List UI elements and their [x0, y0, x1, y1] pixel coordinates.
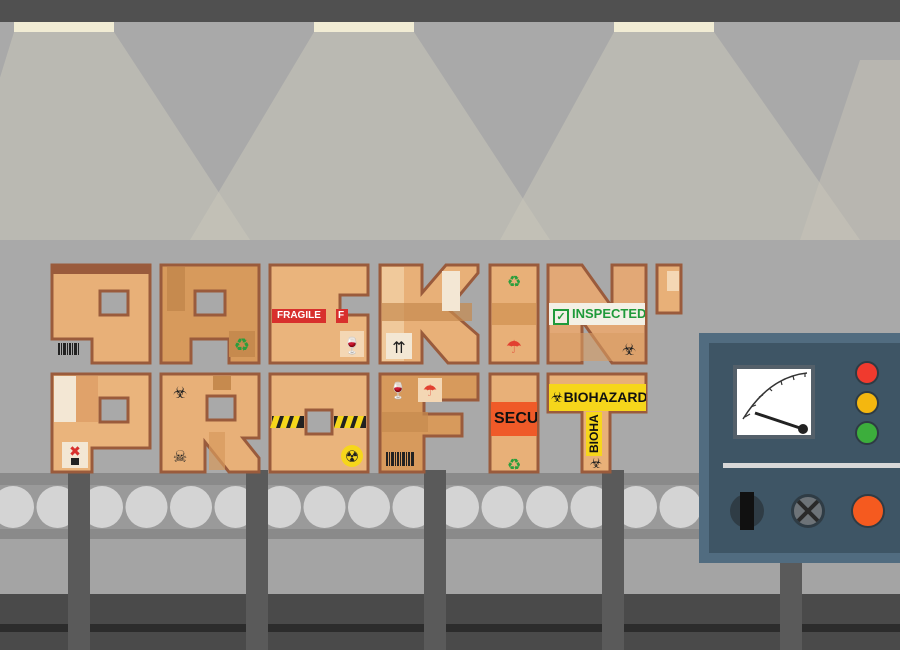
checkmark-icon: ✓ [553, 309, 569, 325]
barcode-icon [386, 452, 414, 466]
panel-leg [780, 540, 802, 650]
barcode-icon [58, 343, 79, 355]
biohazard-label: ☣BIOHAZARD [549, 384, 646, 411]
letter-box-a: ♻ [159, 263, 261, 365]
conveyor-roller [437, 486, 479, 528]
conveyor-rollers [0, 486, 746, 528]
conveyor-leg [68, 470, 90, 650]
status-light-yellow [855, 391, 879, 415]
letter-box-f: 🍷 ☂ [378, 372, 480, 474]
biohazard-icon: ☣ [590, 456, 603, 472]
fragile-label: FRAGILE [272, 309, 326, 323]
conveyor-roller [615, 486, 657, 528]
conveyor-roller [81, 486, 123, 528]
stop-button[interactable] [791, 494, 825, 528]
conveyor-roller [348, 486, 390, 528]
hazard-tape [270, 416, 366, 428]
recycle-icon: ♻ [507, 272, 521, 291]
conveyor-roller [481, 486, 524, 528]
biohazard-icon: ☣ [622, 340, 636, 359]
biohazard-vertical-label: BIOHA [586, 412, 602, 456]
panel-divider [723, 463, 900, 468]
inspected-label: ✓INSPECTED [549, 303, 645, 325]
ceiling-light-2 [190, 22, 550, 240]
conveyor-roller [659, 486, 702, 528]
gauge-meter [733, 365, 815, 439]
letter-box-p2: ✖ [50, 372, 152, 474]
conveyor-roller [170, 486, 212, 528]
letter-box-k: ⇈ [378, 263, 480, 365]
letter-box-t: ☣ ☣BIOHAZARD BIOHA [546, 372, 648, 474]
control-panel [699, 333, 900, 563]
status-light-green [855, 421, 879, 445]
conveyor-roller [0, 486, 34, 528]
letter-box-c: 🍷 FRAGILE F [268, 263, 370, 365]
letter-box-o: ☢ [268, 372, 370, 474]
ceiling-light-3 [500, 22, 860, 240]
start-button[interactable] [851, 494, 885, 528]
conveyor-leg [602, 470, 624, 650]
letter-box-i: ♻ ☂ [488, 263, 540, 365]
lever-handle[interactable] [740, 492, 754, 530]
floor [0, 594, 900, 650]
status-light-red [855, 361, 879, 385]
recycle-icon: ♻ [234, 335, 250, 356]
fragile-label-cut: F [336, 309, 348, 323]
lever-switch[interactable] [730, 492, 764, 530]
letter-box-r: ☣ ☠ [159, 372, 261, 474]
conveyor-leg [424, 470, 446, 650]
conveyor-roller [259, 486, 301, 528]
biohazard-icon: ☣ [173, 383, 187, 402]
close-icon [796, 499, 820, 523]
skull-icon: ☠ [173, 447, 187, 466]
letter-box-n: ☣ ✓INSPECTED [546, 263, 648, 365]
wine-glass-icon: 🍷 [388, 381, 408, 400]
conveyor-roller [125, 486, 168, 528]
letter-box-apostrophe [655, 263, 683, 315]
radiation-icon: ☢ [345, 447, 359, 466]
ceiling-light-1 [0, 22, 250, 240]
letter-box-i2: ♻ SECUR [488, 372, 540, 474]
umbrella-icon: ☂ [506, 337, 522, 358]
recycle-icon: ♻ [507, 455, 521, 474]
gauge-needle [754, 411, 804, 431]
ceiling-beam [0, 0, 900, 22]
umbrella-icon: ☂ [423, 381, 437, 400]
biohazard-icon: ☣ [551, 390, 564, 406]
conveyor-leg [246, 470, 268, 650]
this-side-up-icon: ⇈ [392, 338, 405, 357]
conveyor-roller [526, 486, 568, 528]
wine-glass-icon: 🍷 [342, 336, 362, 355]
letter-box-p [50, 263, 152, 365]
conveyor-roller [303, 486, 346, 528]
security-label: SECUR [491, 402, 537, 436]
do-not-stack-icon: ✖ [69, 444, 81, 460]
